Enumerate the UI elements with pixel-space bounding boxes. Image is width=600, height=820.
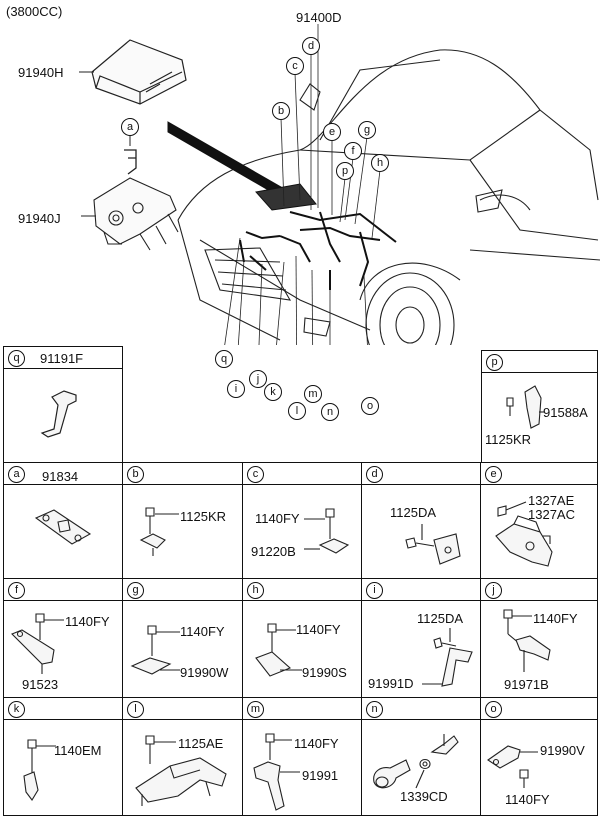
part-1140FY-j[interactable]: 1140FY <box>533 611 578 626</box>
part-91588A[interactable]: 91588A <box>543 405 588 420</box>
cell-e-letter: e <box>485 466 502 483</box>
part-1125KR-b[interactable]: 1125KR <box>180 509 227 524</box>
callout-e[interactable]: e <box>323 123 341 141</box>
part-1140FY-g[interactable]: 1140FY <box>180 624 225 639</box>
cell-q-letter: q <box>8 350 25 367</box>
callout-h[interactable]: h <box>371 154 389 172</box>
part-91991D[interactable]: 91991D <box>368 676 414 691</box>
bolt-bracket-k-drawing <box>23 739 56 801</box>
callout-l[interactable]: l <box>288 402 306 420</box>
callout-c[interactable]: c <box>286 57 304 75</box>
cell-a-letter: a <box>8 466 25 483</box>
part-1125DA-d[interactable]: 1125DA <box>390 505 437 520</box>
bolt-bracket-j-drawing <box>503 609 551 672</box>
callout-b[interactable]: b <box>272 102 290 120</box>
clip-n-drawing <box>373 734 459 789</box>
engine-label: (3800CC) <box>6 4 63 19</box>
cell-i-letter: i <box>366 582 383 599</box>
callout-k[interactable]: k <box>264 383 282 401</box>
part-91220B[interactable]: 91220B <box>251 544 296 559</box>
bolt-bracket-d-drawing <box>405 524 461 565</box>
car-engine-bay-drawing <box>79 24 600 345</box>
callout-d[interactable]: d <box>302 37 320 55</box>
part-91834[interactable]: 91834 <box>42 469 79 484</box>
bolt-bracket-m-drawing <box>253 733 300 811</box>
part-1140FY-m[interactable]: 1140FY <box>294 736 339 751</box>
part-1140EM[interactable]: 1140EM <box>54 743 102 758</box>
part-91971B[interactable]: 91971B <box>504 677 549 692</box>
callout-m[interactable]: m <box>304 385 322 403</box>
cell-c-letter: c <box>247 466 264 483</box>
part-1140FY-c[interactable]: 1140FY <box>255 511 300 526</box>
cell-g-letter: g <box>127 582 144 599</box>
bolt-bracket-i-drawing <box>422 628 473 687</box>
part-91990S[interactable]: 91990S <box>302 665 347 680</box>
cell-d-letter: d <box>366 466 383 483</box>
part-91191F[interactable]: 91191F <box>40 351 84 366</box>
part-91991[interactable]: 91991 <box>302 768 339 783</box>
bracket-e-drawing <box>495 501 553 567</box>
bolt-bracket-h-drawing <box>255 623 302 677</box>
part-1125KR[interactable]: 1125KR <box>485 432 532 447</box>
callout-j[interactable]: j <box>249 370 267 388</box>
callout-i[interactable]: i <box>227 380 245 398</box>
bracket-91191F-drawing <box>40 390 77 438</box>
overview-illustration: (3800CC) 91400D 91940H 91940J <box>0 0 600 345</box>
car-body <box>177 49 600 345</box>
callout-p[interactable]: p <box>336 162 354 180</box>
callout-a[interactable]: a <box>121 118 139 136</box>
cell-f-letter: f <box>8 582 25 599</box>
part-91940J[interactable]: 91940J <box>18 211 61 226</box>
part-1140FY-f[interactable]: 1140FY <box>65 614 110 629</box>
cell-b-letter: b <box>127 466 144 483</box>
bolt-bracket-b-drawing <box>139 507 179 556</box>
bolt-bracket-o-drawing <box>487 745 538 788</box>
cell-m-letter: m <box>247 701 264 718</box>
part-91990V[interactable]: 91990V <box>540 743 585 758</box>
part-1140FY-o[interactable]: 1140FY <box>505 792 550 807</box>
callout-leaders <box>224 24 381 345</box>
cell-l-letter: l <box>127 701 144 718</box>
bolt-bracket-c-drawing <box>304 508 350 554</box>
part-91990W[interactable]: 91990W <box>180 665 229 680</box>
main-part-number[interactable]: 91400D <box>296 10 342 25</box>
cell-o-letter: o <box>485 701 502 718</box>
cell-h-letter: h <box>247 582 264 599</box>
part-91940H[interactable]: 91940H <box>18 65 64 80</box>
callout-n[interactable]: n <box>321 403 339 421</box>
cell-k-letter: k <box>8 701 25 718</box>
fuse-box <box>93 177 179 251</box>
harness-bundle <box>239 211 397 290</box>
cell-p-letter: p <box>486 354 503 371</box>
part-1125DA-i[interactable]: 1125DA <box>417 611 464 626</box>
cell-j-letter: j <box>485 582 502 599</box>
callout-q[interactable]: q <box>215 350 233 368</box>
cell-n-letter: n <box>366 701 383 718</box>
part-1327AC[interactable]: 1327AC <box>528 507 575 522</box>
part-1339CD[interactable]: 1339CD <box>400 789 448 804</box>
bracket-l-drawing <box>135 735 227 806</box>
callout-o[interactable]: o <box>361 397 379 415</box>
bolt-bracket-g-drawing <box>130 625 180 675</box>
fuse-box-cover <box>91 39 187 105</box>
part-1140FY-h[interactable]: 1140FY <box>296 622 341 637</box>
callout-g[interactable]: g <box>358 121 376 139</box>
part-1125AE[interactable]: 1125AE <box>178 736 224 751</box>
bolt-bracket-f-drawing <box>11 613 64 674</box>
clip-91834-drawing <box>34 509 92 545</box>
part-1327AE[interactable]: 1327AE <box>528 493 575 508</box>
part-91523[interactable]: 91523 <box>22 677 59 692</box>
callout-f[interactable]: f <box>344 142 362 160</box>
bracket-91588A-drawing <box>506 385 545 429</box>
